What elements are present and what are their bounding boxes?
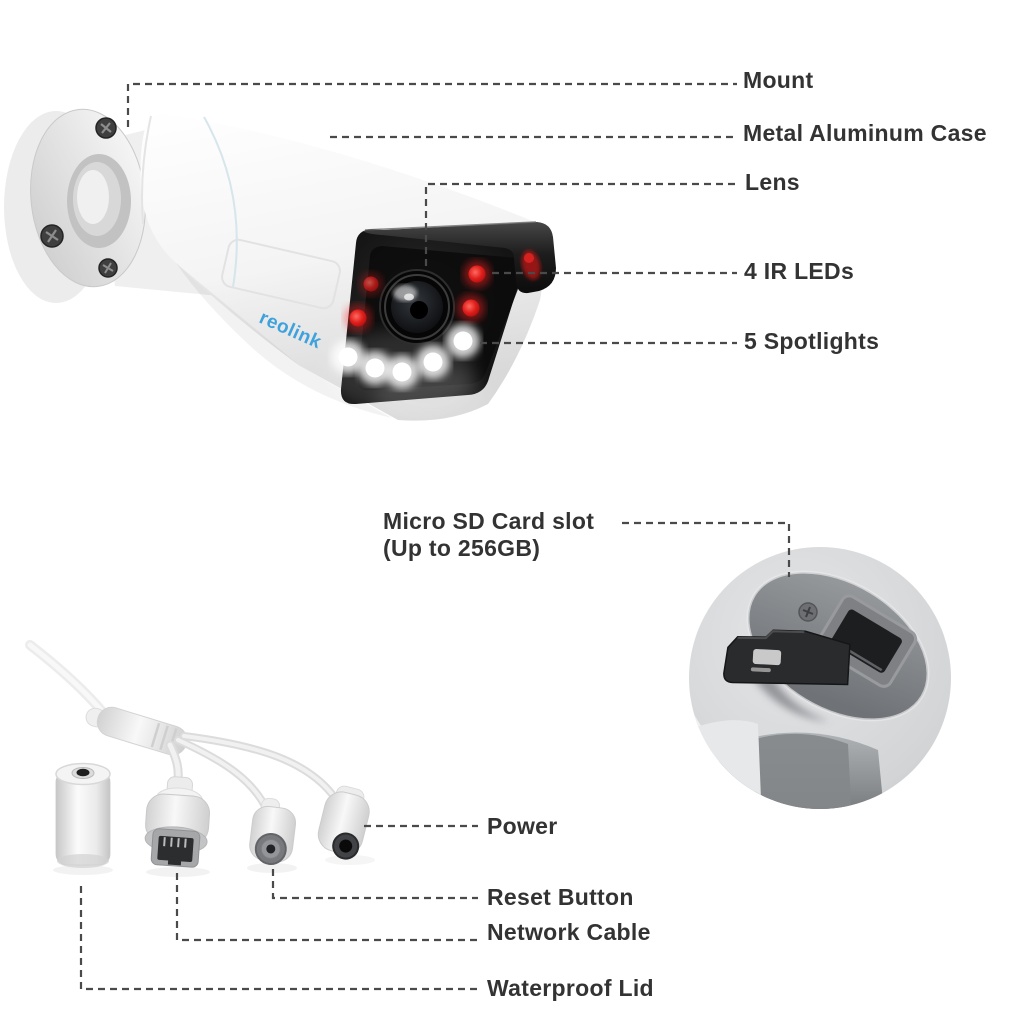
barrel-collar — [689, 720, 762, 809]
spotlights — [331, 324, 480, 389]
spotlight-4 — [416, 345, 450, 379]
cable-to-reset-hl — [176, 738, 267, 808]
spotlight-1 — [331, 340, 365, 374]
spotlight-5 — [446, 324, 480, 358]
callout-line-lens — [424, 182, 737, 266]
cable-junction — [85, 706, 188, 756]
power-ground-shadow — [325, 855, 375, 865]
hood-ir-reflection-core — [524, 253, 534, 263]
sd-slot-screw — [798, 602, 818, 622]
callout-lines — [79, 82, 791, 991]
power-jack-hole — [339, 839, 353, 853]
cable-assembly — [25, 640, 375, 877]
hood-top-highlight — [364, 221, 537, 231]
rear-cap-seam — [203, 116, 238, 288]
camera-mount — [4, 108, 146, 303]
label-reset-button: Reset Button — [487, 884, 634, 910]
lens-ring-highlight — [384, 274, 450, 340]
sd-card-inset — [689, 547, 951, 809]
label-lens: Lens — [745, 169, 800, 195]
mount-screw-top — [95, 117, 117, 139]
lens-highlight-small — [404, 293, 414, 301]
spotlight-2 — [358, 351, 392, 385]
sd-card-print-line — [750, 667, 771, 673]
cable-to-power — [180, 732, 336, 798]
power-connector — [317, 785, 370, 860]
lens-pupil — [410, 301, 428, 319]
cable-to-power-hl — [182, 734, 334, 796]
label-sd-card-slot-line2: (Up to 256GB) — [383, 535, 541, 561]
label-spotlights: 5 Spotlights — [744, 328, 880, 354]
callout-line-network — [175, 873, 478, 942]
label-power: Power — [487, 813, 558, 839]
label-mount: Mount — [743, 67, 814, 93]
label-ir-leds: 4 IR LEDs — [744, 258, 855, 284]
rj45-plug — [150, 828, 201, 868]
camera-front-face — [325, 229, 527, 423]
waterproof-lid-part — [55, 762, 111, 868]
mount-recess-inner — [77, 170, 109, 224]
callout-line-reset — [271, 869, 478, 900]
reset-ground-shadow — [247, 863, 297, 873]
ir-led-3 — [344, 304, 372, 332]
rear-cap-edge — [141, 115, 152, 225]
label-sd-card-slot: Micro SD Card slot (Up to 256GB) — [383, 508, 594, 562]
lid-ground-shadow — [53, 865, 113, 875]
lid-hole — [76, 768, 90, 777]
ir-led-1 — [463, 260, 491, 288]
network-ground-shadow — [146, 867, 210, 877]
sd-card-port — [816, 594, 918, 688]
callout-line-mount — [126, 82, 737, 127]
reset-button-connector — [249, 797, 297, 865]
mount-screw-left — [40, 224, 64, 248]
label-metal-aluminum-case: Metal Aluminum Case — [743, 120, 987, 146]
sd-card-print — [752, 648, 782, 666]
label-network-cable: Network Cable — [487, 919, 651, 945]
main-cable-highlight — [27, 642, 109, 719]
ir-led-2 — [457, 294, 485, 322]
hood-shape — [363, 222, 556, 294]
ir-led-4 — [359, 272, 383, 296]
camera-lens — [379, 269, 455, 345]
network-connector — [144, 776, 211, 868]
spotlight-3 — [385, 355, 419, 389]
side-panel-seam — [221, 238, 341, 310]
camera-illustration: reolink — [4, 108, 556, 423]
camera-hood — [363, 221, 556, 294]
ir-leds — [344, 260, 491, 332]
callout-line-lid — [79, 886, 478, 991]
label-waterproof-lid: Waterproof Lid — [487, 975, 654, 1001]
label-sd-card-slot-line1: Micro SD Card slot — [383, 508, 595, 534]
micro-sd-card — [723, 629, 851, 686]
reset-button-pin — [266, 844, 276, 854]
mount-screw-bottom — [98, 258, 118, 278]
